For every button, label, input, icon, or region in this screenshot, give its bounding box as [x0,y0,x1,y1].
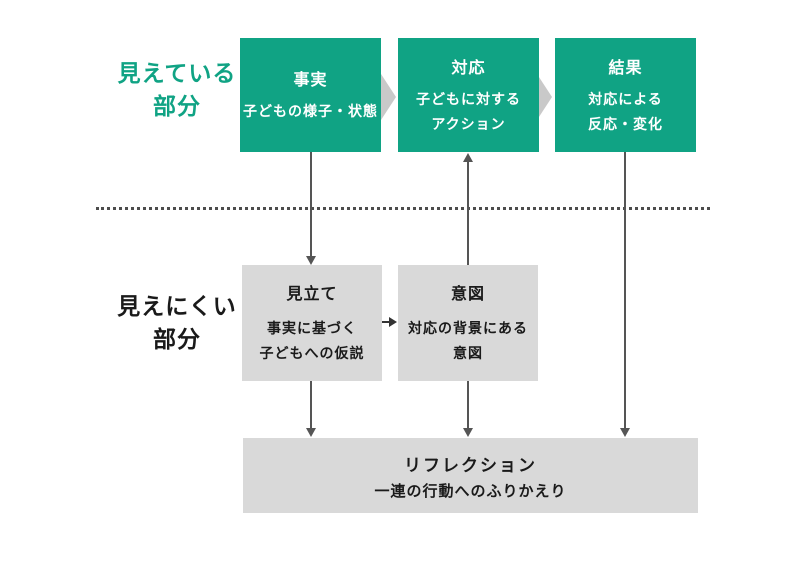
arrowhead-down-icon [306,428,316,437]
box-response-desc2: アクション [431,115,506,132]
box-result-desc1: 対応による [588,90,663,107]
box-reflection-title: リフレクション [404,455,537,475]
label-visible-part: 見えている 部分 [97,57,257,123]
label-visible-line2: 部分 [153,93,201,119]
box-result-title: 結果 [608,59,643,77]
box-response: 対応 子どもに対する アクション [398,38,539,152]
chevron-right-icon [381,74,396,120]
arrow-result-to-reflection [624,152,626,429]
box-reflection-desc: 一連の行動へのふりかえり [374,482,567,500]
arrowhead-down-icon [620,428,630,437]
arrowhead-right-icon [389,317,397,327]
arrowhead-down-icon [306,256,316,265]
box-result-desc2: 反応・変化 [588,115,663,132]
label-hidden-line1: 見えにくい [117,293,237,319]
box-response-title: 対応 [451,59,486,77]
label-hidden-line2: 部分 [153,326,201,352]
arrow-intention-to-response [467,162,469,265]
arrowhead-up-icon [463,153,473,162]
box-intention: 意図 対応の背景にある 意図 [398,265,538,381]
box-assessment-desc2: 子どもへの仮説 [259,345,365,361]
box-intention-desc2: 意図 [453,345,483,361]
label-hidden-part: 見えにくい 部分 [97,290,257,356]
box-fact: 事実 子どもの様子・状態 [240,38,381,152]
arrow-intention-to-reflection [467,381,469,429]
box-assessment: 見立て 事実に基づく 子どもへの仮説 [242,265,382,381]
box-result: 結果 対応による 反応・変化 [555,38,696,152]
box-assessment-title: 見立て [286,286,338,303]
box-assessment-desc1: 事実に基づく [267,320,357,336]
arrow-assessment-to-intention [381,321,390,323]
box-intention-title: 意図 [450,286,485,303]
box-fact-title: 事実 [293,72,328,89]
chevron-right-icon [537,74,552,120]
arrow-assessment-to-reflection [310,381,312,429]
box-fact-desc: 子どもの様子・状態 [243,103,378,119]
box-intention-desc1: 対応の背景にある [408,320,528,336]
dotted-divider [96,207,710,210]
arrow-fact-to-assessment [310,152,312,257]
box-reflection: リフレクション 一連の行動へのふりかえり [243,438,698,513]
box-response-desc1: 子どもに対する [416,90,521,107]
arrowhead-down-icon [463,428,473,437]
label-visible-line1: 見えている [117,60,237,86]
